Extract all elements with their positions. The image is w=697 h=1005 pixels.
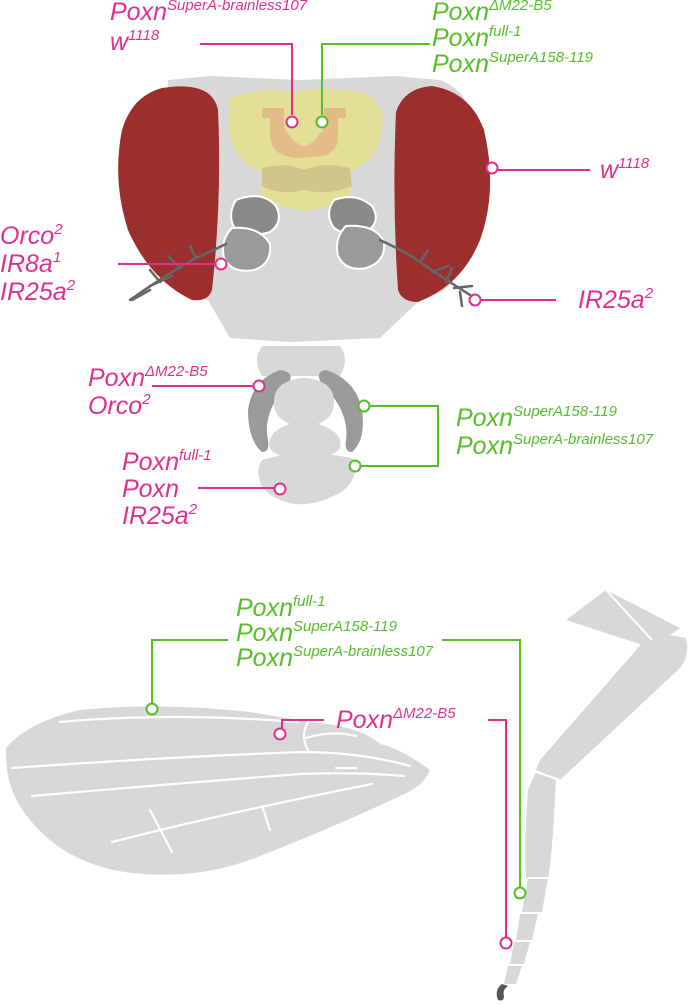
genotype-name: Poxn: [236, 644, 293, 672]
marker-leg-green: [513, 886, 527, 900]
genotype-name: Poxn: [432, 24, 489, 52]
allele-superscript: ΔM22-B5: [392, 705, 456, 722]
leg-claw: [496, 984, 508, 1001]
leg-tarsal-segment-2: [510, 942, 530, 964]
genotype-name: w: [110, 28, 130, 56]
genotype-name: w: [600, 156, 620, 184]
allele-superscript: 2: [188, 501, 198, 518]
right-antenna-funiculus: [336, 224, 386, 270]
allele-superscript: 2: [141, 391, 151, 408]
left-antenna-base: [230, 195, 280, 236]
left-compound-eye: [118, 86, 220, 301]
genotype-name: Poxn: [236, 619, 293, 647]
allele-superscript: SuperA-brainless107: [167, 0, 308, 14]
callout-leg-magenta-line: [488, 719, 507, 938]
marker-mouth-right-upper: [357, 399, 371, 413]
genotype-name: Poxn: [432, 0, 489, 26]
allele-superscript: SuperA158-119: [513, 403, 618, 420]
marker-antenna-left: [214, 257, 228, 271]
allele-superscript: SuperA-brainless107: [513, 431, 654, 448]
marker-brain-green: [315, 115, 329, 129]
right-compound-eye: [394, 86, 491, 302]
callout-mouth-right-line: [360, 405, 439, 467]
label-eye-right: w1118: [600, 155, 650, 184]
allele-superscript: SuperA-brainless107: [293, 643, 434, 660]
marker-mouth-left: [252, 379, 266, 393]
allele-superscript: 2: [66, 277, 76, 294]
genotype-name: IR25a: [578, 286, 645, 314]
genotype-name: IR8a: [0, 250, 53, 278]
marker-leg-magenta: [499, 936, 513, 950]
left-arista: [128, 242, 228, 302]
marker-wing-magenta: [273, 727, 287, 741]
marker-brain-magenta: [285, 115, 299, 129]
allele-superscript: full-1: [293, 593, 326, 610]
genotype-name: IR25a: [0, 278, 67, 306]
callout-leg-green-line: [442, 639, 521, 888]
genotype-name: Poxn: [456, 432, 513, 460]
leg-tarsal-segment-1: [516, 914, 538, 940]
callout-head-top-left-line: [200, 43, 293, 115]
genotype-name: Poxn: [110, 0, 167, 26]
genotype-name: Poxn: [122, 448, 179, 476]
allele-superscript: 2: [644, 285, 654, 302]
allele-superscript: ΔM22-B5: [488, 0, 552, 14]
marker-eye-right: [485, 161, 499, 175]
wing-veins: [10, 715, 412, 854]
proboscis: [269, 378, 341, 458]
genotype-name: Orco: [0, 222, 54, 250]
genotype-name: Poxn: [456, 404, 513, 432]
leg-tarsal-segment-3: [504, 966, 522, 984]
genotype-name: Poxn: [236, 594, 293, 622]
genotype-name: Poxn: [88, 364, 145, 392]
fly-leg: [496, 589, 688, 1001]
allele-superscript: 1: [53, 249, 61, 266]
allele-superscript: 1118: [618, 155, 650, 172]
left-antenna-funiculus: [222, 226, 272, 272]
leg-tarsus: [522, 878, 548, 912]
label-arista-right: IR25a2: [578, 285, 654, 314]
allele-superscript: 2: [53, 221, 63, 238]
allele-superscript: 1118: [128, 27, 160, 44]
callout-head-top-right-line: [321, 43, 430, 115]
marker-mouth-right-lower: [348, 459, 362, 473]
leg-femur: [536, 632, 688, 780]
marker-arista-right: [468, 293, 482, 307]
labellum: [258, 453, 355, 505]
neck: [257, 346, 345, 376]
genotype-name: Poxn: [122, 475, 179, 503]
callout-markers: [145, 115, 527, 950]
leg-tibia: [525, 772, 556, 878]
callout-lines: [118, 43, 590, 938]
label-head-top-left: PoxnSuperA-brainless107 w1118: [110, 0, 308, 56]
allele-superscript: SuperA158-119: [489, 49, 594, 66]
label-wing-magenta: PoxnΔM22-B5: [336, 705, 456, 734]
genotype-name: IR25a: [122, 502, 189, 530]
allele-superscript: ΔM22-B5: [144, 363, 208, 380]
wing-blade: [5, 706, 430, 875]
genotype-name: Orco: [88, 392, 142, 420]
fly-head: [118, 76, 491, 505]
allele-superscript: full-1: [489, 23, 522, 40]
fly-wing: [5, 706, 430, 875]
right-arista: [378, 238, 480, 308]
marker-labellum: [273, 482, 287, 496]
genotype-name: Poxn: [432, 50, 489, 78]
allele-superscript: full-1: [179, 447, 212, 464]
allele-superscript: SuperA158-119: [293, 618, 398, 635]
callout-wing-magenta-line: [281, 719, 324, 730]
genotype-name: Poxn: [336, 706, 393, 734]
marker-wing-green: [145, 702, 159, 716]
brain-lobes: [262, 165, 352, 193]
callout-wing-green-line: [151, 639, 228, 704]
